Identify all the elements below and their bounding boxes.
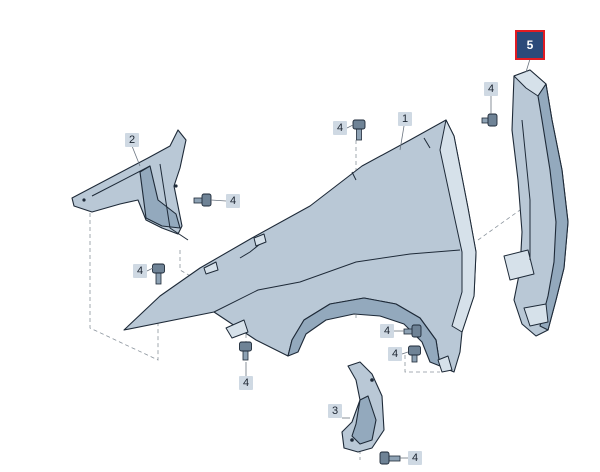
svg-text:1: 1 (402, 113, 408, 125)
bolt-f[interactable] (403, 324, 422, 338)
svg-text:3: 3 (332, 405, 338, 417)
svg-text:4: 4 (137, 265, 143, 277)
bolt-b[interactable] (481, 113, 498, 127)
svg-text:4: 4 (392, 348, 398, 360)
svg-text:5: 5 (527, 38, 534, 52)
bracket-part-3[interactable] (341, 361, 385, 453)
bolt-g[interactable] (408, 345, 421, 363)
callout-part-3[interactable]: 3 (328, 404, 342, 418)
bolt-c[interactable] (193, 193, 212, 207)
callout-bolt-c[interactable]: 4 (226, 194, 240, 208)
callout-part-5-highlighted[interactable]: 5 (515, 30, 545, 60)
callout-bolt-f[interactable]: 4 (380, 324, 394, 338)
bolt-d[interactable] (152, 263, 165, 285)
svg-text:4: 4 (337, 122, 343, 134)
callout-part-1[interactable]: 1 (398, 112, 412, 126)
callout-bolt-g[interactable]: 4 (388, 347, 402, 361)
callout-part-2[interactable]: 2 (125, 133, 139, 147)
callout-bolt-a[interactable]: 4 (333, 121, 347, 135)
svg-text:4: 4 (488, 83, 494, 95)
liner-part-5[interactable] (503, 69, 569, 337)
svg-text:2: 2 (129, 134, 135, 146)
leader-lines (131, 58, 531, 459)
bracket-part-2[interactable] (71, 129, 189, 241)
fender-part-1[interactable] (123, 119, 477, 373)
callout-bolt-e[interactable]: 4 (239, 376, 253, 390)
svg-text:4: 4 (243, 377, 249, 389)
svg-text:4: 4 (412, 452, 418, 464)
bolt-h[interactable] (379, 451, 401, 465)
svg-text:4: 4 (230, 195, 236, 207)
callout-bolt-b[interactable]: 4 (484, 82, 498, 96)
callout-bolt-h[interactable]: 4 (408, 451, 422, 465)
bolt-e[interactable] (239, 341, 252, 361)
svg-text:4: 4 (384, 325, 390, 337)
bolt-a[interactable] (352, 119, 366, 141)
callout-bolt-d[interactable]: 4 (133, 264, 147, 278)
